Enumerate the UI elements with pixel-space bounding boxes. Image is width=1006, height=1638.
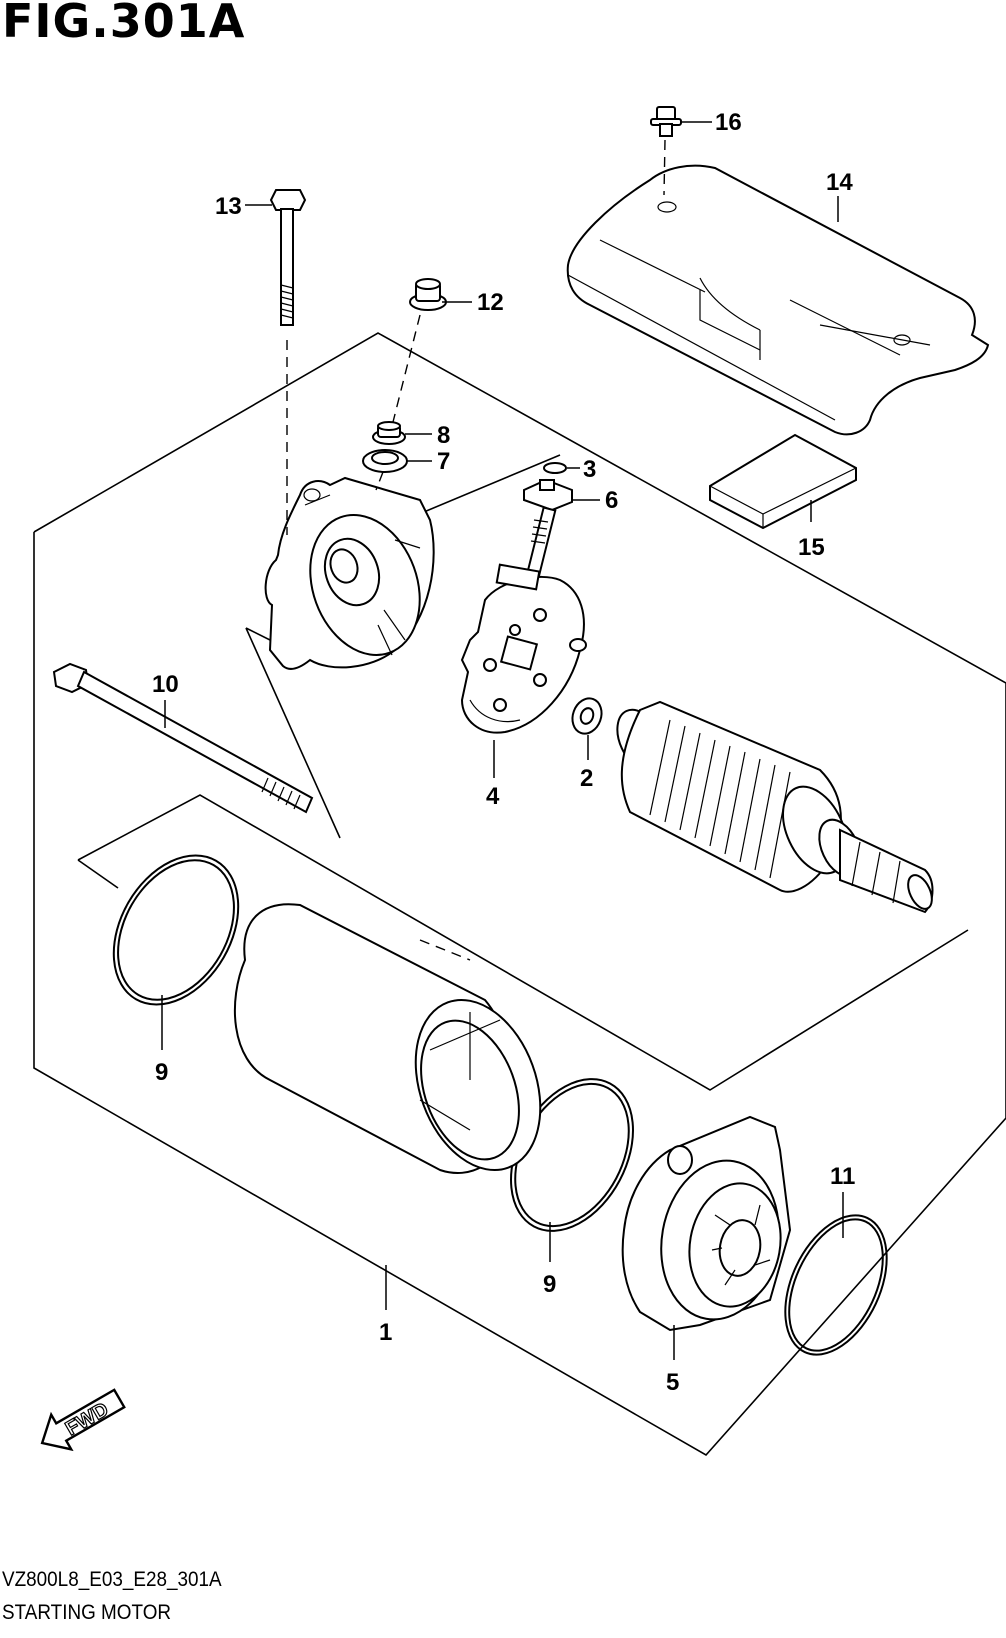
- o-ring-part-9-upper: [112, 854, 240, 1006]
- callout-2: 2: [580, 765, 593, 792]
- callout-8: 8: [437, 422, 450, 449]
- callout-9-upper: 9: [155, 1059, 168, 1086]
- armature: [616, 700, 934, 914]
- assembly-center-lines: [286, 139, 666, 961]
- callout-7: 7: [437, 448, 450, 475]
- yoke-housing-part-1: [233, 903, 542, 1174]
- callout-1: 1: [379, 1319, 392, 1346]
- o-ring-part-11: [784, 1214, 888, 1356]
- callout-14: 14: [826, 169, 853, 196]
- callout-15: 15: [798, 534, 825, 561]
- callout-labels: 16 14 13 12 8 7 3 6 15 10 4 2 9 9 1 5 11: [152, 109, 855, 1396]
- bolt-part-13: [269, 189, 307, 326]
- callout-12: 12: [477, 289, 504, 316]
- leader-lines: [161, 121, 844, 1360]
- callout-5: 5: [666, 1369, 679, 1396]
- cover-part-14: [566, 164, 990, 436]
- figure-title: FIG.301A: [2, 0, 246, 48]
- callout-13: 13: [215, 193, 242, 220]
- callout-10: 10: [152, 671, 179, 698]
- pad-part-15: [709, 433, 857, 530]
- callout-4: 4: [486, 783, 500, 810]
- bolt-part-10: [52, 662, 314, 814]
- figure-code: VZ800L8_E03_E28_301A: [2, 1568, 222, 1591]
- fwd-arrow-icon: FWD: [40, 1388, 126, 1452]
- rear-housing: [264, 476, 435, 670]
- nut-part-8: [372, 421, 406, 445]
- callout-9-lower: 9: [543, 1271, 556, 1298]
- nut-part-12: [409, 278, 447, 311]
- brush-holder-part-4: [460, 506, 587, 734]
- callout-16: 16: [715, 109, 742, 136]
- front-cover-part-5: [621, 1115, 792, 1332]
- bolt-part-16: [650, 106, 682, 137]
- washer-part-2: [571, 697, 603, 735]
- ring-part-3: [543, 462, 567, 474]
- callout-6: 6: [605, 487, 618, 514]
- callout-11: 11: [830, 1163, 855, 1190]
- washer-part-7: [362, 449, 408, 473]
- assembly-outline: [33, 332, 1006, 1457]
- terminal-part-6: [523, 478, 573, 512]
- figure-caption: STARTING MOTOR: [2, 1601, 172, 1624]
- callout-3: 3: [583, 456, 596, 483]
